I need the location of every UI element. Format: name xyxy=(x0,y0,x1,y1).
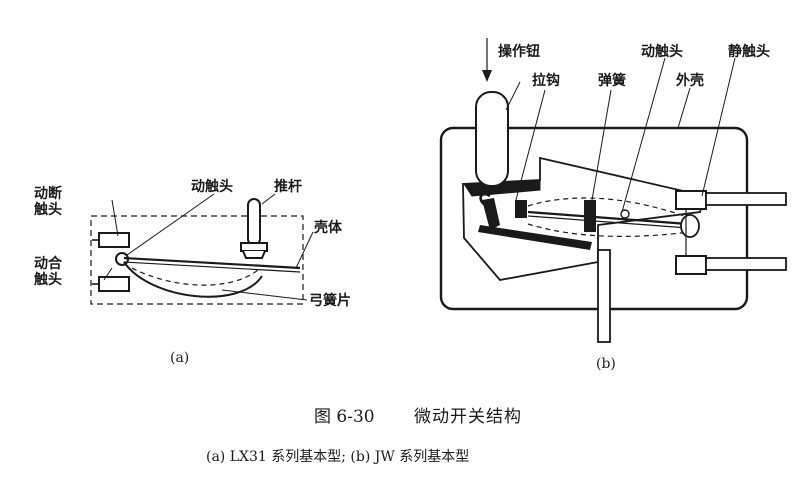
bow-spring xyxy=(123,261,263,298)
moving-contact-b xyxy=(680,214,700,238)
label-static-contact: 静触头 xyxy=(728,44,770,60)
break-contact-block xyxy=(98,232,130,248)
static-contact-lower xyxy=(675,255,707,275)
figure-subtitle: (a) LX31 系列基本型; (b) JW 系列基本型 xyxy=(206,449,470,465)
terminal-lead xyxy=(597,249,611,343)
label-moving-break-contact: 动断 触头 xyxy=(34,186,62,218)
figure-number: 图 6-30 xyxy=(314,407,375,427)
label-shell: 外壳 xyxy=(676,73,704,89)
label-spring: 弹簧 xyxy=(598,73,626,89)
label-bow-spring: 弓簧片 xyxy=(309,293,351,309)
label-operating-button: 操作钮 xyxy=(498,44,540,60)
spring-lever xyxy=(123,256,301,270)
sublabel-b: (b) xyxy=(596,356,616,372)
label-moving-contact-a: 动触头 xyxy=(191,179,233,195)
hook xyxy=(479,192,491,206)
push-rod xyxy=(247,198,261,246)
diagram-b xyxy=(439,38,787,343)
label-push-rod: 推杆 xyxy=(274,179,302,195)
housing-outline xyxy=(90,215,304,305)
label-hook: 拉钩 xyxy=(532,73,560,89)
figure-title: 微动开关结构 xyxy=(414,407,522,427)
moving-blade xyxy=(527,210,689,226)
label-moving-contact-b: 动触头 xyxy=(641,44,683,60)
outer-shell xyxy=(439,126,749,311)
operating-button xyxy=(475,91,509,187)
diagram-a xyxy=(90,193,314,305)
label-housing: 壳体 xyxy=(314,220,342,236)
sublabel-a: (a) xyxy=(170,350,190,366)
make-contact-block xyxy=(98,276,130,292)
static-contact-upper xyxy=(675,190,707,210)
spring-block xyxy=(584,200,596,232)
label-moving-make-contact: 动合 触头 xyxy=(34,256,62,288)
